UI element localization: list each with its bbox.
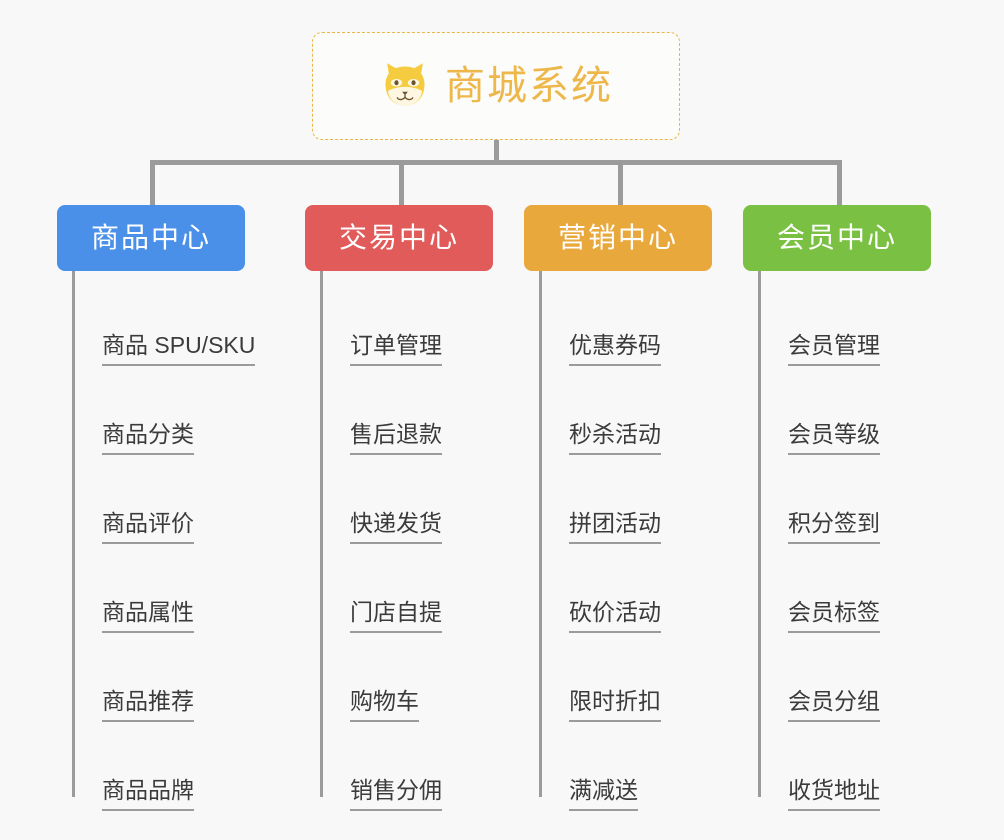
category-header-label: 营销中心 <box>557 222 678 253</box>
leaf-item[interactable]: 商品评价 <box>57 455 245 544</box>
leaf-list-2: 订单管理售后退款快递发货门店自提购物车销售分佣 <box>305 271 493 811</box>
connector-drop-2 <box>399 160 404 205</box>
leaf-item[interactable]: 商品属性 <box>57 544 245 633</box>
leaf-item[interactable]: 商品推荐 <box>57 633 245 722</box>
leaf-item-label: 会员管理 <box>788 332 880 366</box>
leaf-item-label: 会员等级 <box>788 421 880 455</box>
leaf-item[interactable]: 会员标签 <box>743 544 931 633</box>
leaf-item[interactable]: 商品分类 <box>57 366 245 455</box>
leaf-item[interactable]: 收货地址 <box>743 722 931 811</box>
leaf-item-label: 砍价活动 <box>569 599 661 633</box>
connector-root-stem <box>494 140 499 162</box>
root-title: 商城系统 <box>445 64 613 108</box>
shiba-dog-face-icon <box>379 60 431 112</box>
category-header-1[interactable]: 商品中心 <box>57 205 245 271</box>
leaf-trunk-line <box>320 271 323 797</box>
leaf-item[interactable]: 满减送 <box>524 722 712 811</box>
leaf-item[interactable]: 秒杀活动 <box>524 366 712 455</box>
category-header-label: 会员中心 <box>776 222 897 253</box>
leaf-item-label: 购物车 <box>350 688 419 722</box>
leaf-item-label: 秒杀活动 <box>569 421 661 455</box>
leaf-item[interactable]: 会员分组 <box>743 633 931 722</box>
leaf-item-label: 积分签到 <box>788 510 880 544</box>
leaf-item[interactable]: 积分签到 <box>743 455 931 544</box>
category-header-4[interactable]: 会员中心 <box>743 205 931 271</box>
category-header-2[interactable]: 交易中心 <box>305 205 493 271</box>
category-column-4: 会员中心会员管理会员等级积分签到会员标签会员分组收货地址 <box>743 205 931 811</box>
leaf-list-4: 会员管理会员等级积分签到会员标签会员分组收货地址 <box>743 271 931 811</box>
category-column-3: 营销中心优惠券码秒杀活动拼团活动砍价活动限时折扣满减送 <box>524 205 712 811</box>
leaf-item-label: 门店自提 <box>350 599 442 633</box>
leaf-item[interactable]: 限时折扣 <box>524 633 712 722</box>
leaf-item-label: 拼团活动 <box>569 510 661 544</box>
leaf-item[interactable]: 销售分佣 <box>305 722 493 811</box>
leaf-item-label: 商品分类 <box>102 421 194 455</box>
leaf-item-label: 满减送 <box>569 777 638 811</box>
leaf-item[interactable]: 门店自提 <box>305 544 493 633</box>
leaf-item[interactable]: 砍价活动 <box>524 544 712 633</box>
leaf-item[interactable]: 会员管理 <box>743 277 931 366</box>
category-header-label: 交易中心 <box>338 222 459 253</box>
leaf-item-label: 订单管理 <box>350 332 442 366</box>
leaf-item-label: 商品推荐 <box>102 688 194 722</box>
leaf-item-label: 限时折扣 <box>569 688 661 722</box>
leaf-item-label: 优惠券码 <box>569 332 661 366</box>
leaf-item-label: 售后退款 <box>350 421 442 455</box>
category-header-3[interactable]: 营销中心 <box>524 205 712 271</box>
leaf-item-label: 会员标签 <box>788 599 880 633</box>
leaf-item-label: 商品品牌 <box>102 777 194 811</box>
leaf-item-label: 商品评价 <box>102 510 194 544</box>
leaf-item[interactable]: 售后退款 <box>305 366 493 455</box>
category-header-label: 商品中心 <box>90 222 211 253</box>
leaf-trunk-line <box>758 271 761 797</box>
leaf-item-label: 会员分组 <box>788 688 880 722</box>
category-column-1: 商品中心商品 SPU/SKU 商品分类商品评价商品属性商品推荐商品品牌 <box>57 205 256 811</box>
leaf-list-3: 优惠券码秒杀活动拼团活动砍价活动限时折扣满减送 <box>524 271 712 811</box>
leaf-item[interactable]: 商品 SPU/SKU <box>57 277 256 366</box>
leaf-item-label: 快递发货 <box>350 510 442 544</box>
leaf-trunk-line <box>539 271 542 797</box>
leaf-item-label: 商品 SPU/SKU <box>102 332 256 366</box>
leaf-item[interactable]: 拼团活动 <box>524 455 712 544</box>
leaf-item[interactable]: 优惠券码 <box>524 277 712 366</box>
leaf-item-label: 收货地址 <box>788 777 880 811</box>
connector-horizontal-bus <box>150 160 840 165</box>
leaf-item[interactable]: 商品品牌 <box>57 722 245 811</box>
leaf-item[interactable]: 快递发货 <box>305 455 493 544</box>
leaf-trunk-line <box>72 271 75 797</box>
leaf-item-label: 商品属性 <box>102 599 194 633</box>
root-node-shop-system[interactable]: 商城系统 <box>312 32 680 140</box>
connector-drop-1 <box>150 160 155 205</box>
category-column-2: 交易中心订单管理售后退款快递发货门店自提购物车销售分佣 <box>305 205 493 811</box>
leaf-list-1: 商品 SPU/SKU 商品分类商品评价商品属性商品推荐商品品牌 <box>57 271 256 811</box>
connector-drop-4 <box>837 160 842 205</box>
leaf-item[interactable]: 订单管理 <box>305 277 493 366</box>
leaf-item[interactable]: 会员等级 <box>743 366 931 455</box>
connector-drop-3 <box>618 160 623 205</box>
leaf-item[interactable]: 购物车 <box>305 633 493 722</box>
leaf-item-label: 销售分佣 <box>350 777 442 811</box>
